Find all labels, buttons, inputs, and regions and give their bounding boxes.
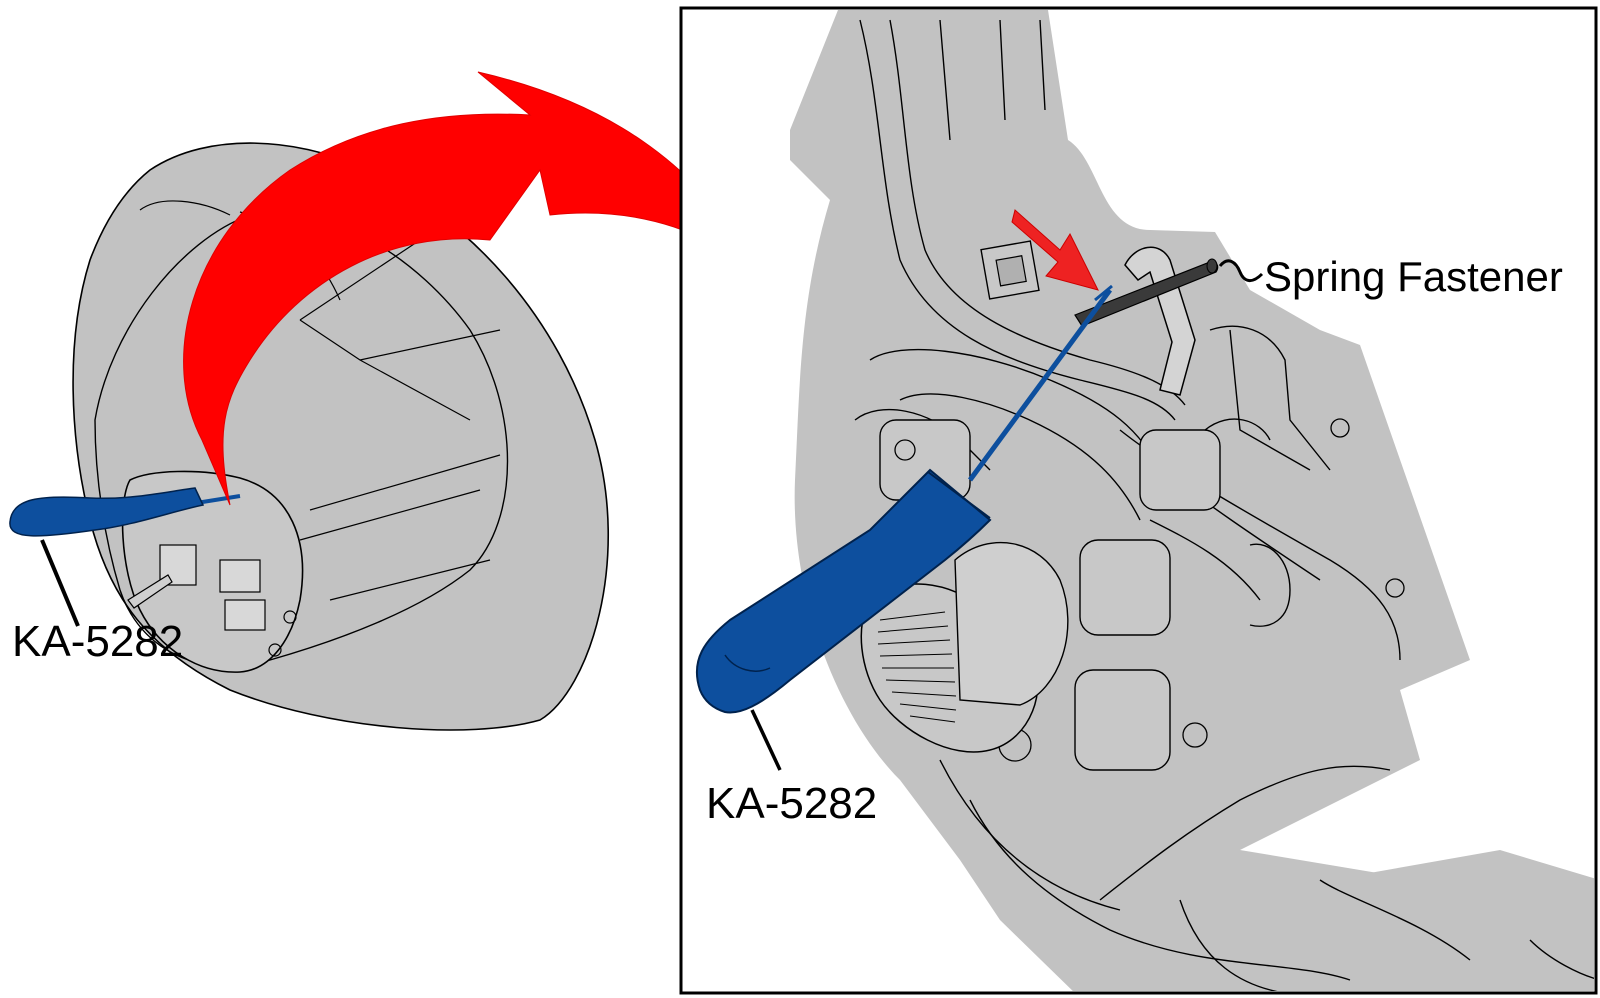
pointer-arrow-icon: [1011, 209, 1099, 291]
hub-splines: [877, 611, 957, 723]
screwdriver-icon: [695, 284, 1113, 714]
tool-label-left: KA-5282: [12, 617, 184, 666]
tool-handle-right: [695, 468, 992, 714]
leader-right: [750, 709, 782, 771]
tool-label-right: KA-5282: [706, 779, 878, 828]
connector-pin: [127, 574, 173, 609]
raised-boss: [954, 541, 1069, 706]
screwdriver-icon: [9, 487, 241, 537]
tool-handle-left: [9, 487, 205, 537]
leader-spring: [1218, 259, 1264, 282]
sensor-window: [980, 240, 1040, 300]
spring-fastener-label: Spring Fastener: [1264, 253, 1563, 300]
leader-left: [40, 539, 80, 627]
outline-strokes: [854, 19, 1594, 991]
detail-view: [790, 10, 1594, 991]
